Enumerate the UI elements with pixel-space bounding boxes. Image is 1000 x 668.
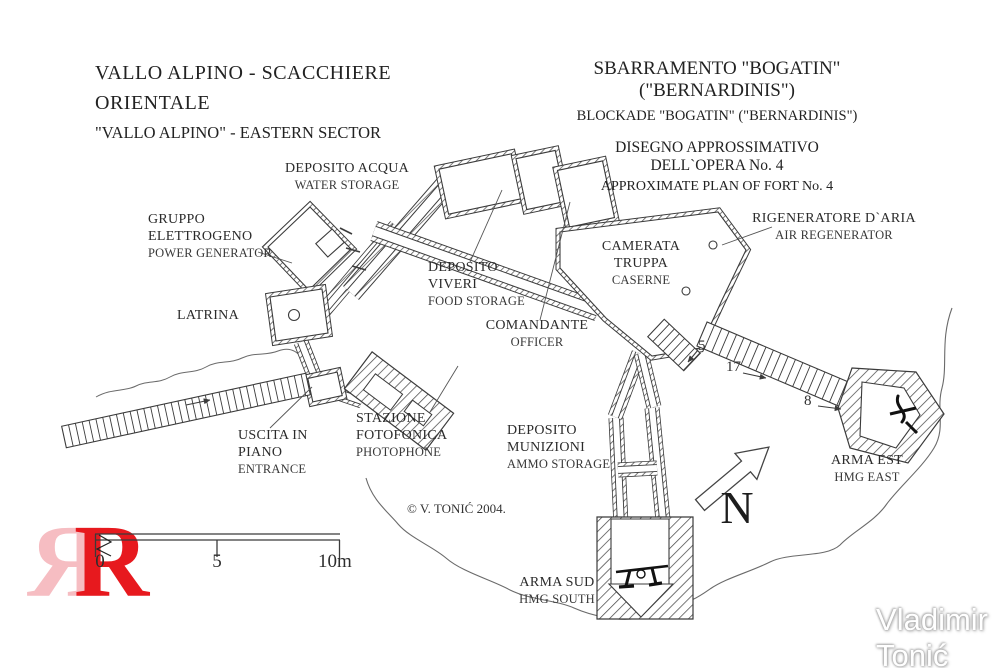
terrain-line-right (709, 307, 953, 590)
label-munizioni-it1: DEPOSITO (507, 423, 577, 438)
label-uscita-it2: PIANO (238, 445, 283, 460)
corridor-ammo-cross (617, 460, 658, 478)
copyright-note: © V. TONIĆ 2004. (407, 501, 506, 516)
label-viveri-it2: VIVERI (428, 277, 478, 292)
label-arma-sud-en: HMG SOUTH (519, 592, 595, 606)
label-gruppo-elettrogeno: GRUPPO ELETTROGENO POWER GENERATOR (148, 211, 272, 262)
terrain-line-entrance (95, 348, 303, 398)
step-count-8: 8 (804, 393, 812, 409)
label-rigeneratore-en: AIR REGENERATOR (775, 228, 893, 242)
casemate-arma-sud (596, 516, 694, 620)
casemate-arma-est (837, 367, 945, 464)
label-deposito-acqua: DEPOSITO ACQUA WATER STORAGE (285, 160, 409, 194)
title-right-line4: APPROXIMATE PLAN OF FORT No. 4 (600, 179, 834, 194)
label-munizioni-en: AMMO STORAGE (507, 457, 611, 471)
room-top-1 (433, 148, 527, 220)
label-arma-sud: ARMA SUD HMG SOUTH (519, 574, 595, 608)
label-rigeneratore-it: RIGENERATORE D`ARIA (752, 211, 916, 226)
corridor-hall-to-east (633, 351, 662, 409)
label-deposito-viveri: DEPOSITO VIVERI FOOD STORAGE (428, 259, 525, 310)
label-stazione-it1: STAZIONE (356, 411, 426, 426)
label-camerata-en: CASERNE (611, 273, 671, 287)
latrine-fixture-icon (287, 308, 301, 322)
label-viveri-en: FOOD STORAGE (428, 294, 525, 308)
photophone-station (343, 351, 455, 451)
label-uscita-in-piano: USCITA IN PIANO ENTRANCE (238, 427, 308, 478)
label-camerata-truppa: CAMERATA TRUPPA CASERNE (602, 238, 680, 289)
room-camerata-hall (555, 207, 752, 361)
leader-lines (257, 189, 773, 429)
label-gruppo-it2: ELETTROGENO (148, 229, 253, 244)
label-rigeneratore: RIGENERATORE D`ARIA AIR REGENERATOR (752, 210, 916, 244)
corridor-hall-to-west (607, 350, 647, 420)
scale-tick-10: 10m (318, 551, 352, 572)
arrow-steps-8 (817, 405, 842, 412)
author-watermark: Vladimir Tonić (876, 602, 988, 668)
entrance-direction-arrow (185, 398, 211, 406)
title-left-line2: ORIENTALE (95, 92, 211, 114)
stair-17-8 (696, 321, 866, 414)
title-left-line3: "VALLO ALPINO" - EASTERN SECTOR (95, 123, 382, 142)
title-left: VALLO ALPINO - SCACCHIERE ORIENTALE "VAL… (95, 58, 391, 143)
label-gruppo-en: POWER GENERATOR (148, 246, 272, 260)
room-entrance-block (302, 366, 348, 408)
label-uscita-it1: USCITA IN (238, 428, 308, 443)
step-count-17: 17 (726, 359, 741, 375)
arrow-steps-5 (687, 349, 699, 363)
logo-r-icon: R (74, 504, 150, 619)
label-deposito-acqua-it: DEPOSITO ACQUA (284, 161, 410, 176)
label-munizioni-it2: MUNIZIONI (507, 440, 586, 455)
scale-tick-5: 5 (212, 551, 222, 572)
label-stazione-en: PHOTOPHONE (356, 445, 442, 459)
label-latrina: LATRINA (177, 307, 239, 324)
label-stazione-it2: FOTOFONICA (356, 428, 448, 443)
label-arma-est-it: ARMA EST (830, 453, 904, 468)
room-top-3 (552, 155, 620, 233)
corridor-main-gallery (370, 221, 602, 321)
title-right-line1: SBARRAMENTO "BOGATIN" ("BERNARDINIS") (593, 58, 841, 101)
label-arma-sud-it: ARMA SUD (519, 575, 595, 590)
label-stazione-fotofonica: STAZIONE FOTOFONICA PHOTOPHONE (356, 410, 447, 461)
label-gruppo-it1: GRUPPO (148, 212, 206, 227)
air-regenerator-icon (681, 240, 718, 296)
arrow-steps-17 (742, 372, 767, 380)
scale-bar (94, 533, 341, 558)
label-comandante: COMANDANTE OFFICER (486, 317, 589, 351)
label-deposito-munizioni: DEPOSITO MUNIZIONI AMMO STORAGE (507, 422, 610, 473)
label-comandante-it: COMANDANTE (485, 318, 589, 333)
label-viveri-it1: DEPOSITO (428, 260, 498, 275)
corridor-ammo-east (644, 407, 671, 521)
scale-tick-0: 0 (95, 551, 105, 572)
title-left-line1: VALLO ALPINO - SCACCHIERE (95, 62, 392, 84)
title-right: SBARRAMENTO "BOGATIN" ("BERNARDINIS") BL… (576, 58, 859, 195)
label-arma-est-en: HMG EAST (834, 470, 900, 484)
label-comandante-en: OFFICER (510, 335, 564, 349)
label-deposito-acqua-en: WATER STORAGE (294, 178, 400, 192)
label-camerata-it2: TRUPPA (613, 256, 669, 271)
title-right-line3: DISEGNO APPROSSIMATIVO DELL`OPERA No. 4 (615, 139, 819, 174)
generator-machine-box (315, 227, 367, 271)
title-right-line2: BLOCKADE "BOGATIN" ("BERNARDINIS") (576, 108, 858, 124)
step-count-5: 5 (698, 338, 706, 354)
label-camerata-it1: CAMERATA (601, 239, 681, 254)
label-latrina-it: LATRINA (177, 308, 239, 323)
stair-5 (646, 318, 702, 372)
room-power-generator (261, 200, 358, 297)
label-uscita-en: ENTRANCE (238, 462, 307, 476)
north-letter: N (720, 482, 754, 533)
label-arma-est: ARMA EST HMG EAST (831, 452, 903, 486)
north-arrow-icon (694, 446, 770, 512)
entrance-stair-tunnel (61, 372, 311, 449)
